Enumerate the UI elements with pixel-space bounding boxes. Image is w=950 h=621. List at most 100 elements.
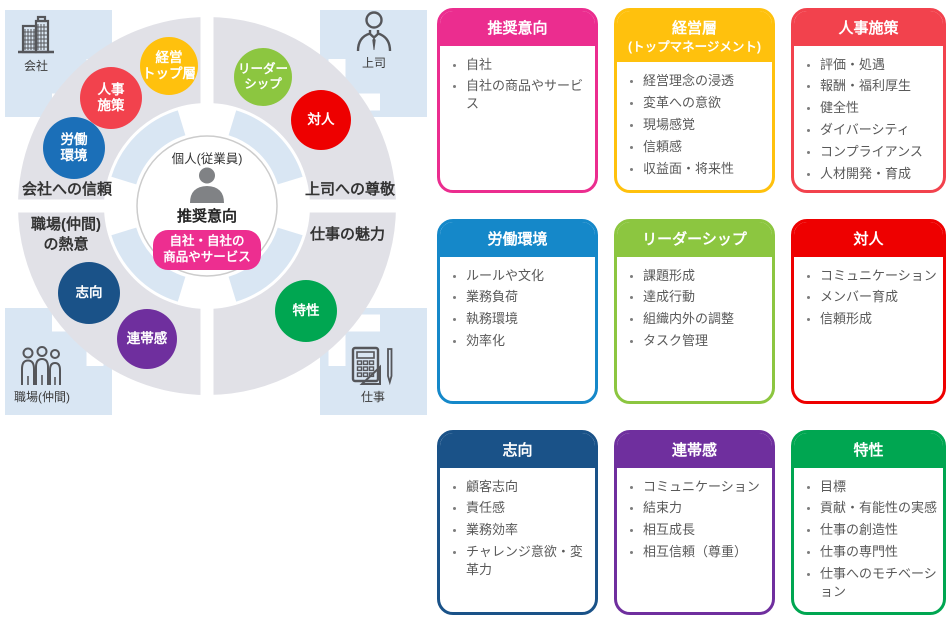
- bubble-leadership: リーダー シップ: [234, 48, 292, 106]
- list-item: 業務負荷: [466, 288, 593, 306]
- category-cards-grid: 推奨意向 自社 自社の商品やサービス 経営層 (トップマネージメント) 経営理念…: [437, 8, 946, 615]
- card-title: 志向: [502, 442, 533, 459]
- list-item: コミュニケーション: [643, 478, 770, 496]
- card-interpersonal-header: 対人: [794, 222, 943, 257]
- card-characteristics: 特性 目標 貢献・有能性の実感 仕事の創造性 仕事の専門性 仕事へのモチベーショ…: [791, 430, 946, 615]
- list-item: 達成行動: [643, 288, 770, 306]
- list-item: 現場感覚: [643, 116, 770, 134]
- card-title: 経営層: [671, 20, 717, 37]
- list-item: 自社: [466, 56, 593, 74]
- engagement-circle-diagram: 会社 上司 職場(仲間): [2, 2, 432, 418]
- corner-work: 仕事: [350, 346, 396, 405]
- workplace-people-icon: [21, 346, 61, 385]
- card-body: コミュニケーション 結束力 相互成長 相互信頼（尊重）: [617, 478, 772, 562]
- list-item: 自社の商品やサービス: [466, 77, 593, 113]
- list-item: 顧客志向: [466, 478, 593, 496]
- list-item: 相互信頼（尊重）: [643, 543, 770, 561]
- list-item: 仕事の創造性: [820, 521, 941, 539]
- list-item: 人材開発・育成: [820, 165, 941, 183]
- card-title: 推奨意向: [487, 20, 548, 37]
- list-item: 業務効率: [466, 521, 593, 539]
- list-item: 貢献・有能性の実感: [820, 499, 941, 517]
- quadrant-label-company-trust: 会社への信頼: [22, 181, 113, 198]
- corner-boss: 上司: [354, 10, 394, 71]
- card-title: 労働環境: [487, 231, 548, 248]
- list-item: 責任感: [466, 499, 593, 517]
- list-item: 信頼形成: [820, 310, 941, 328]
- card-leadership-header: リーダーシップ: [617, 222, 772, 257]
- card-hr-policy-header: 人事施策: [794, 11, 943, 46]
- list-item: 報酬・福利厚生: [820, 77, 941, 95]
- list-item: 健全性: [820, 99, 941, 117]
- list-item: コンプライアンス: [820, 143, 941, 161]
- list-item: タスク管理: [643, 332, 770, 350]
- card-body: 顧客志向 責任感 業務効率 チャレンジ意欲・変革力: [440, 478, 595, 580]
- card-title: 特性: [853, 442, 884, 459]
- card-body: 経営理念の浸透 変革への意欲 現場感覚 信頼感 収益面・将来性: [617, 72, 772, 178]
- quadrant-label-workplace-passion: 職場(仲間) の熱意: [31, 216, 101, 254]
- card-work-environment-header: 労働環境: [440, 222, 595, 257]
- list-item: 変革への意欲: [643, 94, 770, 112]
- corner-workplace: 職場(仲間): [14, 346, 70, 405]
- center-person-label: 個人(従業員): [171, 152, 243, 166]
- list-item: ダイバーシティ: [820, 121, 941, 139]
- card-solidarity: 連帯感 コミュニケーション 結束力 相互成長 相互信頼（尊重）: [614, 430, 775, 615]
- card-body: コミュニケーション メンバー育成 信頼形成: [794, 267, 943, 329]
- quadrant-label-work-appeal: 仕事の魅力: [310, 226, 386, 243]
- corner-company-label: 会社: [23, 59, 48, 73]
- list-item: ルールや文化: [466, 267, 593, 285]
- company-building-icon: [18, 15, 54, 54]
- list-item: 結束力: [643, 499, 770, 517]
- list-item: 課題形成: [643, 267, 770, 285]
- quadrant-label-boss-respect: 上司への尊敬: [305, 181, 396, 198]
- center-individual: 個人(従業員) 推奨意向 自社・自社の 商品やサービス: [138, 136, 276, 276]
- card-body: ルールや文化 業務負荷 執務環境 効率化: [440, 267, 595, 351]
- bubble-solidarity: 連帯感: [117, 309, 177, 369]
- bubble-orientation: 志向: [58, 262, 120, 324]
- list-item: 執務環境: [466, 310, 593, 328]
- bubble-management-top: 経営 トップ層: [140, 37, 198, 95]
- center-title: 推奨意向: [176, 208, 237, 225]
- corner-boss-label: 上司: [361, 56, 386, 70]
- card-subtitle: (トップマネージメント): [627, 39, 762, 54]
- bubble-work-environment: 労働 環境: [43, 117, 105, 179]
- card-body: 課題形成 達成行動 組織内外の調整 タスク管理: [617, 267, 772, 351]
- card-solidarity-header: 連帯感: [617, 433, 772, 468]
- bubble-interpersonal: 対人: [291, 90, 351, 150]
- list-item: 収益面・将来性: [643, 160, 770, 178]
- card-characteristics-header: 特性: [794, 433, 943, 468]
- card-management-header: 経営層 (トップマネージメント): [617, 11, 772, 62]
- bubble-characteristics: 特性: [275, 280, 337, 342]
- list-item: 相互成長: [643, 521, 770, 539]
- card-orientation: 志向 顧客志向 責任感 業務効率 チャレンジ意欲・変革力: [437, 430, 598, 615]
- center-badge: 自社・自社の 商品やサービス: [153, 230, 261, 270]
- list-item: 信頼感: [643, 138, 770, 156]
- card-management: 経営層 (トップマネージメント) 経営理念の浸透 変革への意欲 現場感覚 信頼感…: [614, 8, 775, 193]
- card-body: 目標 貢献・有能性の実感 仕事の創造性 仕事の専門性 仕事へのモチベーション: [794, 478, 943, 602]
- card-title: 人事施策: [838, 20, 899, 37]
- card-title: リーダーシップ: [642, 231, 747, 248]
- corner-work-label: 仕事: [360, 390, 385, 404]
- list-item: 仕事の専門性: [820, 543, 941, 561]
- list-item: 仕事へのモチベーション: [820, 565, 941, 601]
- card-recommendation-header: 推奨意向: [440, 11, 595, 46]
- boss-tie: [372, 37, 376, 50]
- work-tools-icon: [351, 346, 393, 386]
- bubble-hr-policy: 人事 施策: [80, 67, 142, 129]
- person-silhouette-icon: [190, 167, 224, 203]
- card-orientation-header: 志向: [440, 433, 595, 468]
- list-item: 効率化: [466, 332, 593, 350]
- list-item: チャレンジ意欲・変革力: [466, 543, 593, 579]
- list-item: 目標: [820, 478, 941, 496]
- card-work-environment: 労働環境 ルールや文化 業務負荷 執務環境 効率化: [437, 219, 598, 404]
- card-recommendation: 推奨意向 自社 自社の商品やサービス: [437, 8, 598, 193]
- inner-arcs: [111, 110, 303, 302]
- list-item: 経営理念の浸透: [643, 72, 770, 90]
- list-item: 評価・処遇: [820, 56, 941, 74]
- list-item: コミュニケーション: [820, 267, 941, 285]
- corner-company: 会社: [16, 15, 56, 74]
- card-body: 評価・処遇 報酬・福利厚生 健全性 ダイバーシティ コンプライアンス 人材開発・…: [794, 56, 943, 184]
- card-leadership: リーダーシップ 課題形成 達成行動 組織内外の調整 タスク管理: [614, 219, 775, 404]
- card-hr-policy: 人事施策 評価・処遇 報酬・福利厚生 健全性 ダイバーシティ コンプライアンス …: [791, 8, 946, 193]
- card-title: 対人: [853, 231, 884, 248]
